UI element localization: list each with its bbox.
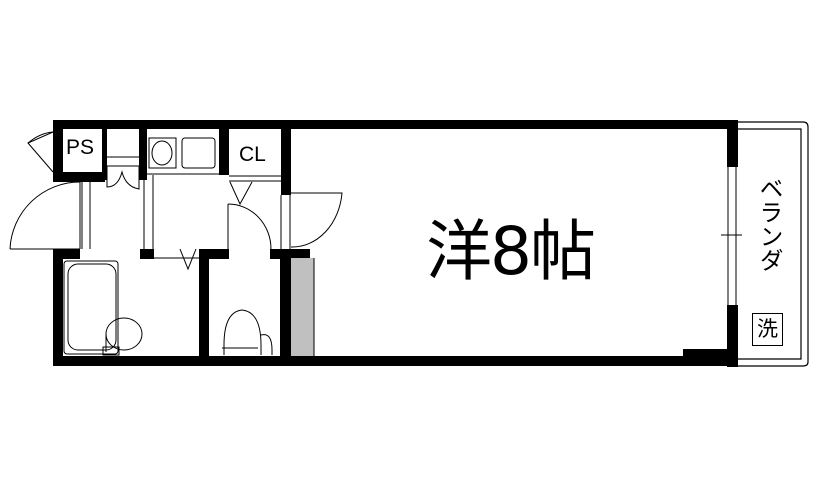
closet-label: CL	[239, 143, 266, 166]
main-room-label: 洋8帖	[426, 213, 596, 290]
walls	[53, 120, 738, 367]
veranda-label: ベランダ	[755, 176, 783, 272]
fixtures	[9, 131, 742, 356]
washer-space-label: 洗	[752, 313, 783, 346]
veranda-outline	[736, 121, 809, 367]
storage-strip	[291, 258, 314, 356]
pipe-space-label: PS	[66, 136, 95, 159]
